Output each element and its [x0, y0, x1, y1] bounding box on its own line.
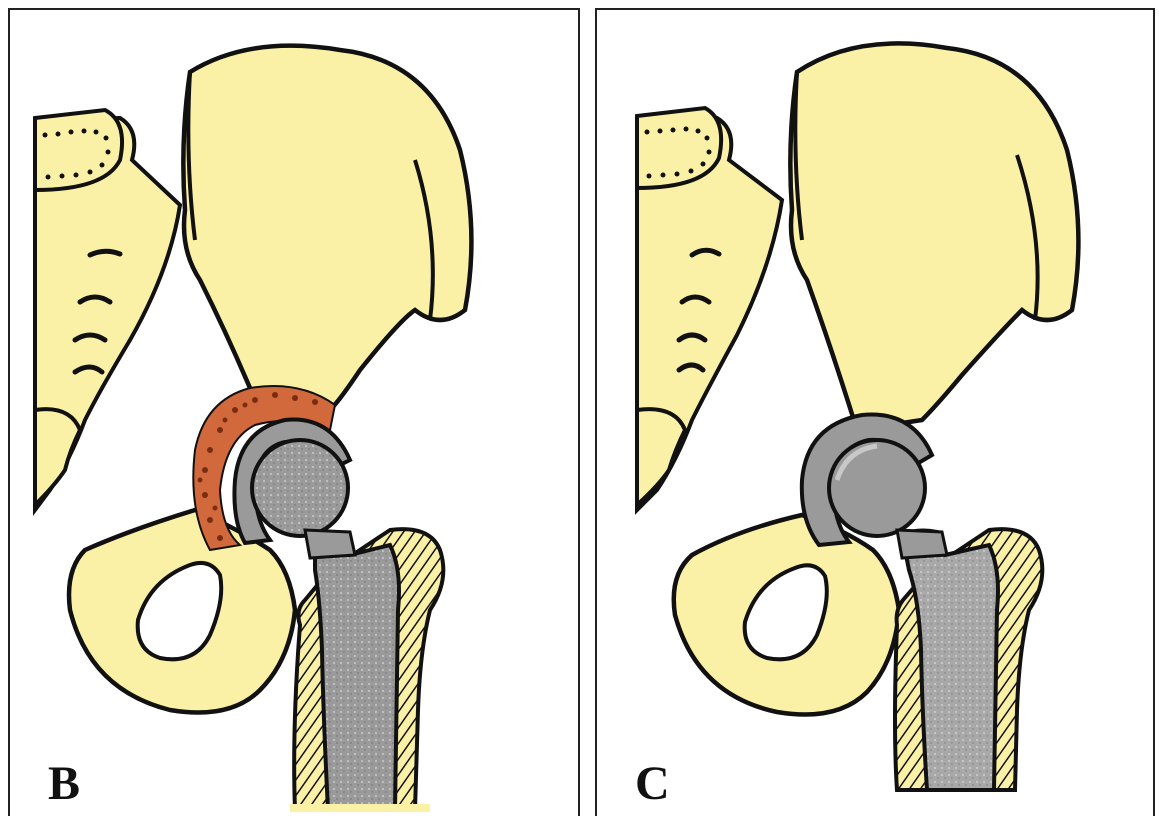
hip-illustration-b [10, 10, 580, 816]
femoral-head [252, 440, 348, 536]
femoral-stem [315, 533, 399, 811]
stem-neck [897, 530, 947, 558]
femoral-head [829, 440, 925, 536]
panel-b: B [8, 8, 580, 816]
hip-illustration-c [597, 10, 1155, 816]
coccyx [35, 409, 80, 505]
stem-neck [305, 530, 355, 558]
panel-label-b: B [48, 760, 80, 808]
panel-label-c: C [635, 760, 670, 808]
panel-c: C [595, 8, 1155, 816]
